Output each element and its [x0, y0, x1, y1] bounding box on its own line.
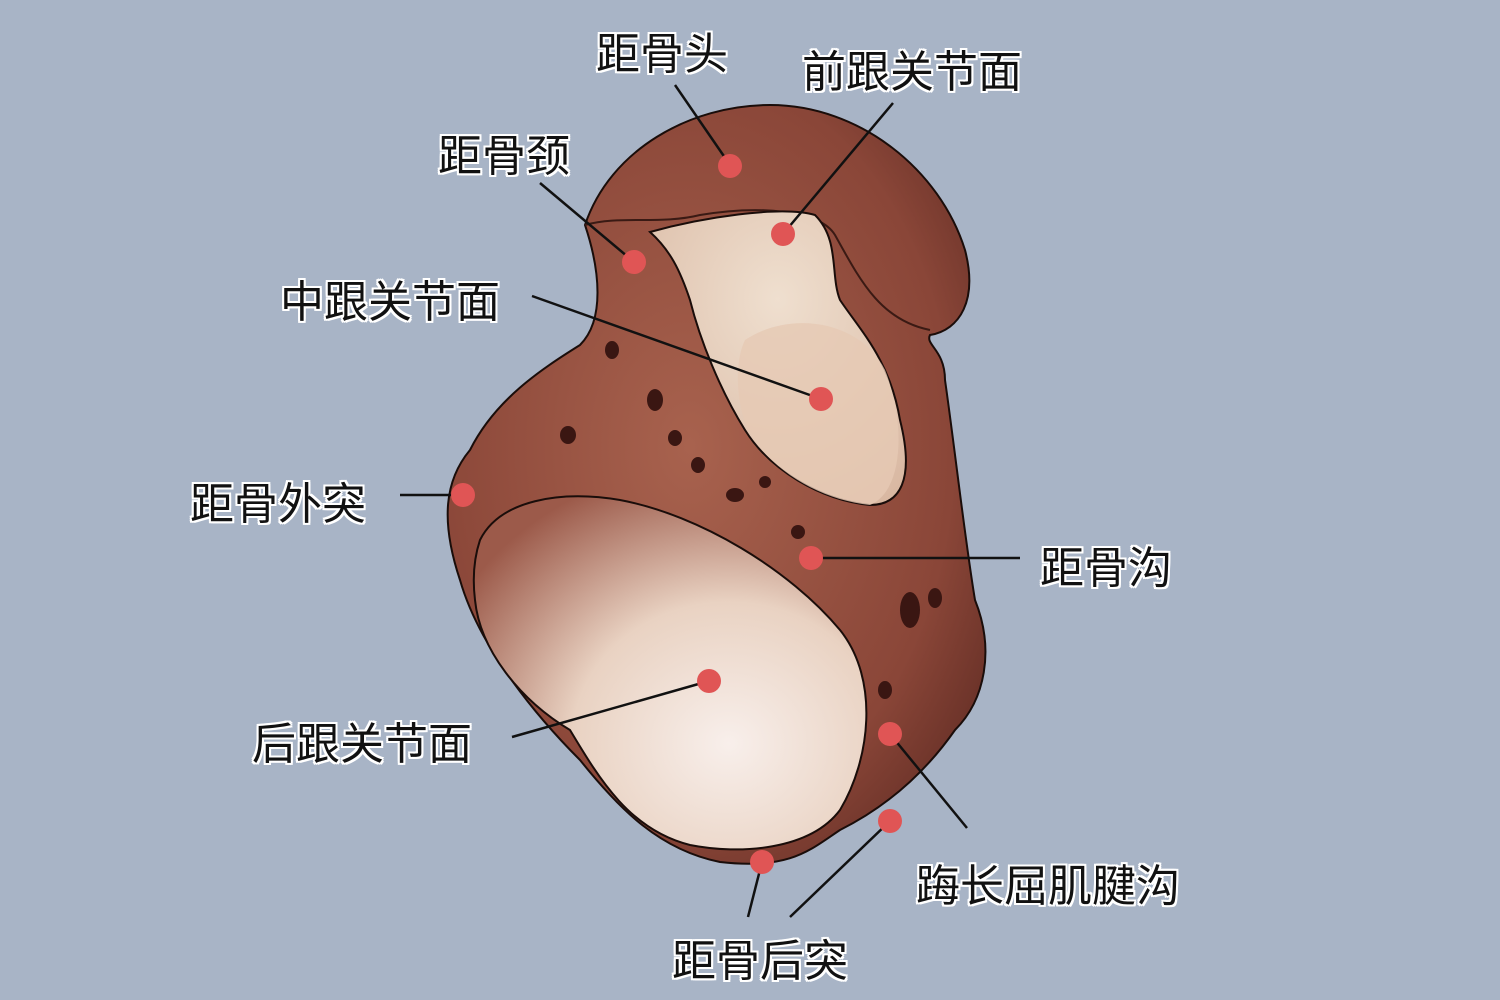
- label-anterior-facet: 前跟关节面: [802, 47, 1022, 98]
- marker-posterior-process: [750, 850, 774, 874]
- marker-posterior-facet: [697, 669, 721, 693]
- marker-middle-facet: [809, 387, 833, 411]
- marker-anterior-facet: [771, 222, 795, 246]
- label-head: 距骨头: [596, 29, 728, 80]
- leader-lines: [400, 84, 1020, 918]
- label-posterior-process: 距骨后突: [672, 936, 848, 987]
- markers: [451, 154, 902, 874]
- label-neck: 距骨颈: [438, 131, 570, 182]
- marker-sulcus: [799, 546, 823, 570]
- marker-fhl-groove-1: [878, 722, 902, 746]
- label-posterior-facet: 后跟关节面: [252, 719, 472, 770]
- marker-neck: [622, 250, 646, 274]
- marker-lateral-process: [451, 483, 475, 507]
- posterior-facet: [472, 495, 868, 851]
- foramina: [560, 341, 942, 699]
- marker-fhl-groove-2: [878, 809, 902, 833]
- label-lateral-process: 距骨外突: [190, 479, 366, 530]
- label-middle-facet: 中跟关节面: [280, 277, 500, 328]
- middle-facet: [737, 323, 899, 505]
- label-sulcus: 距骨沟: [1040, 543, 1172, 594]
- label-fhl-groove: 踇长屈肌腱沟: [916, 861, 1180, 912]
- marker-head: [718, 154, 742, 178]
